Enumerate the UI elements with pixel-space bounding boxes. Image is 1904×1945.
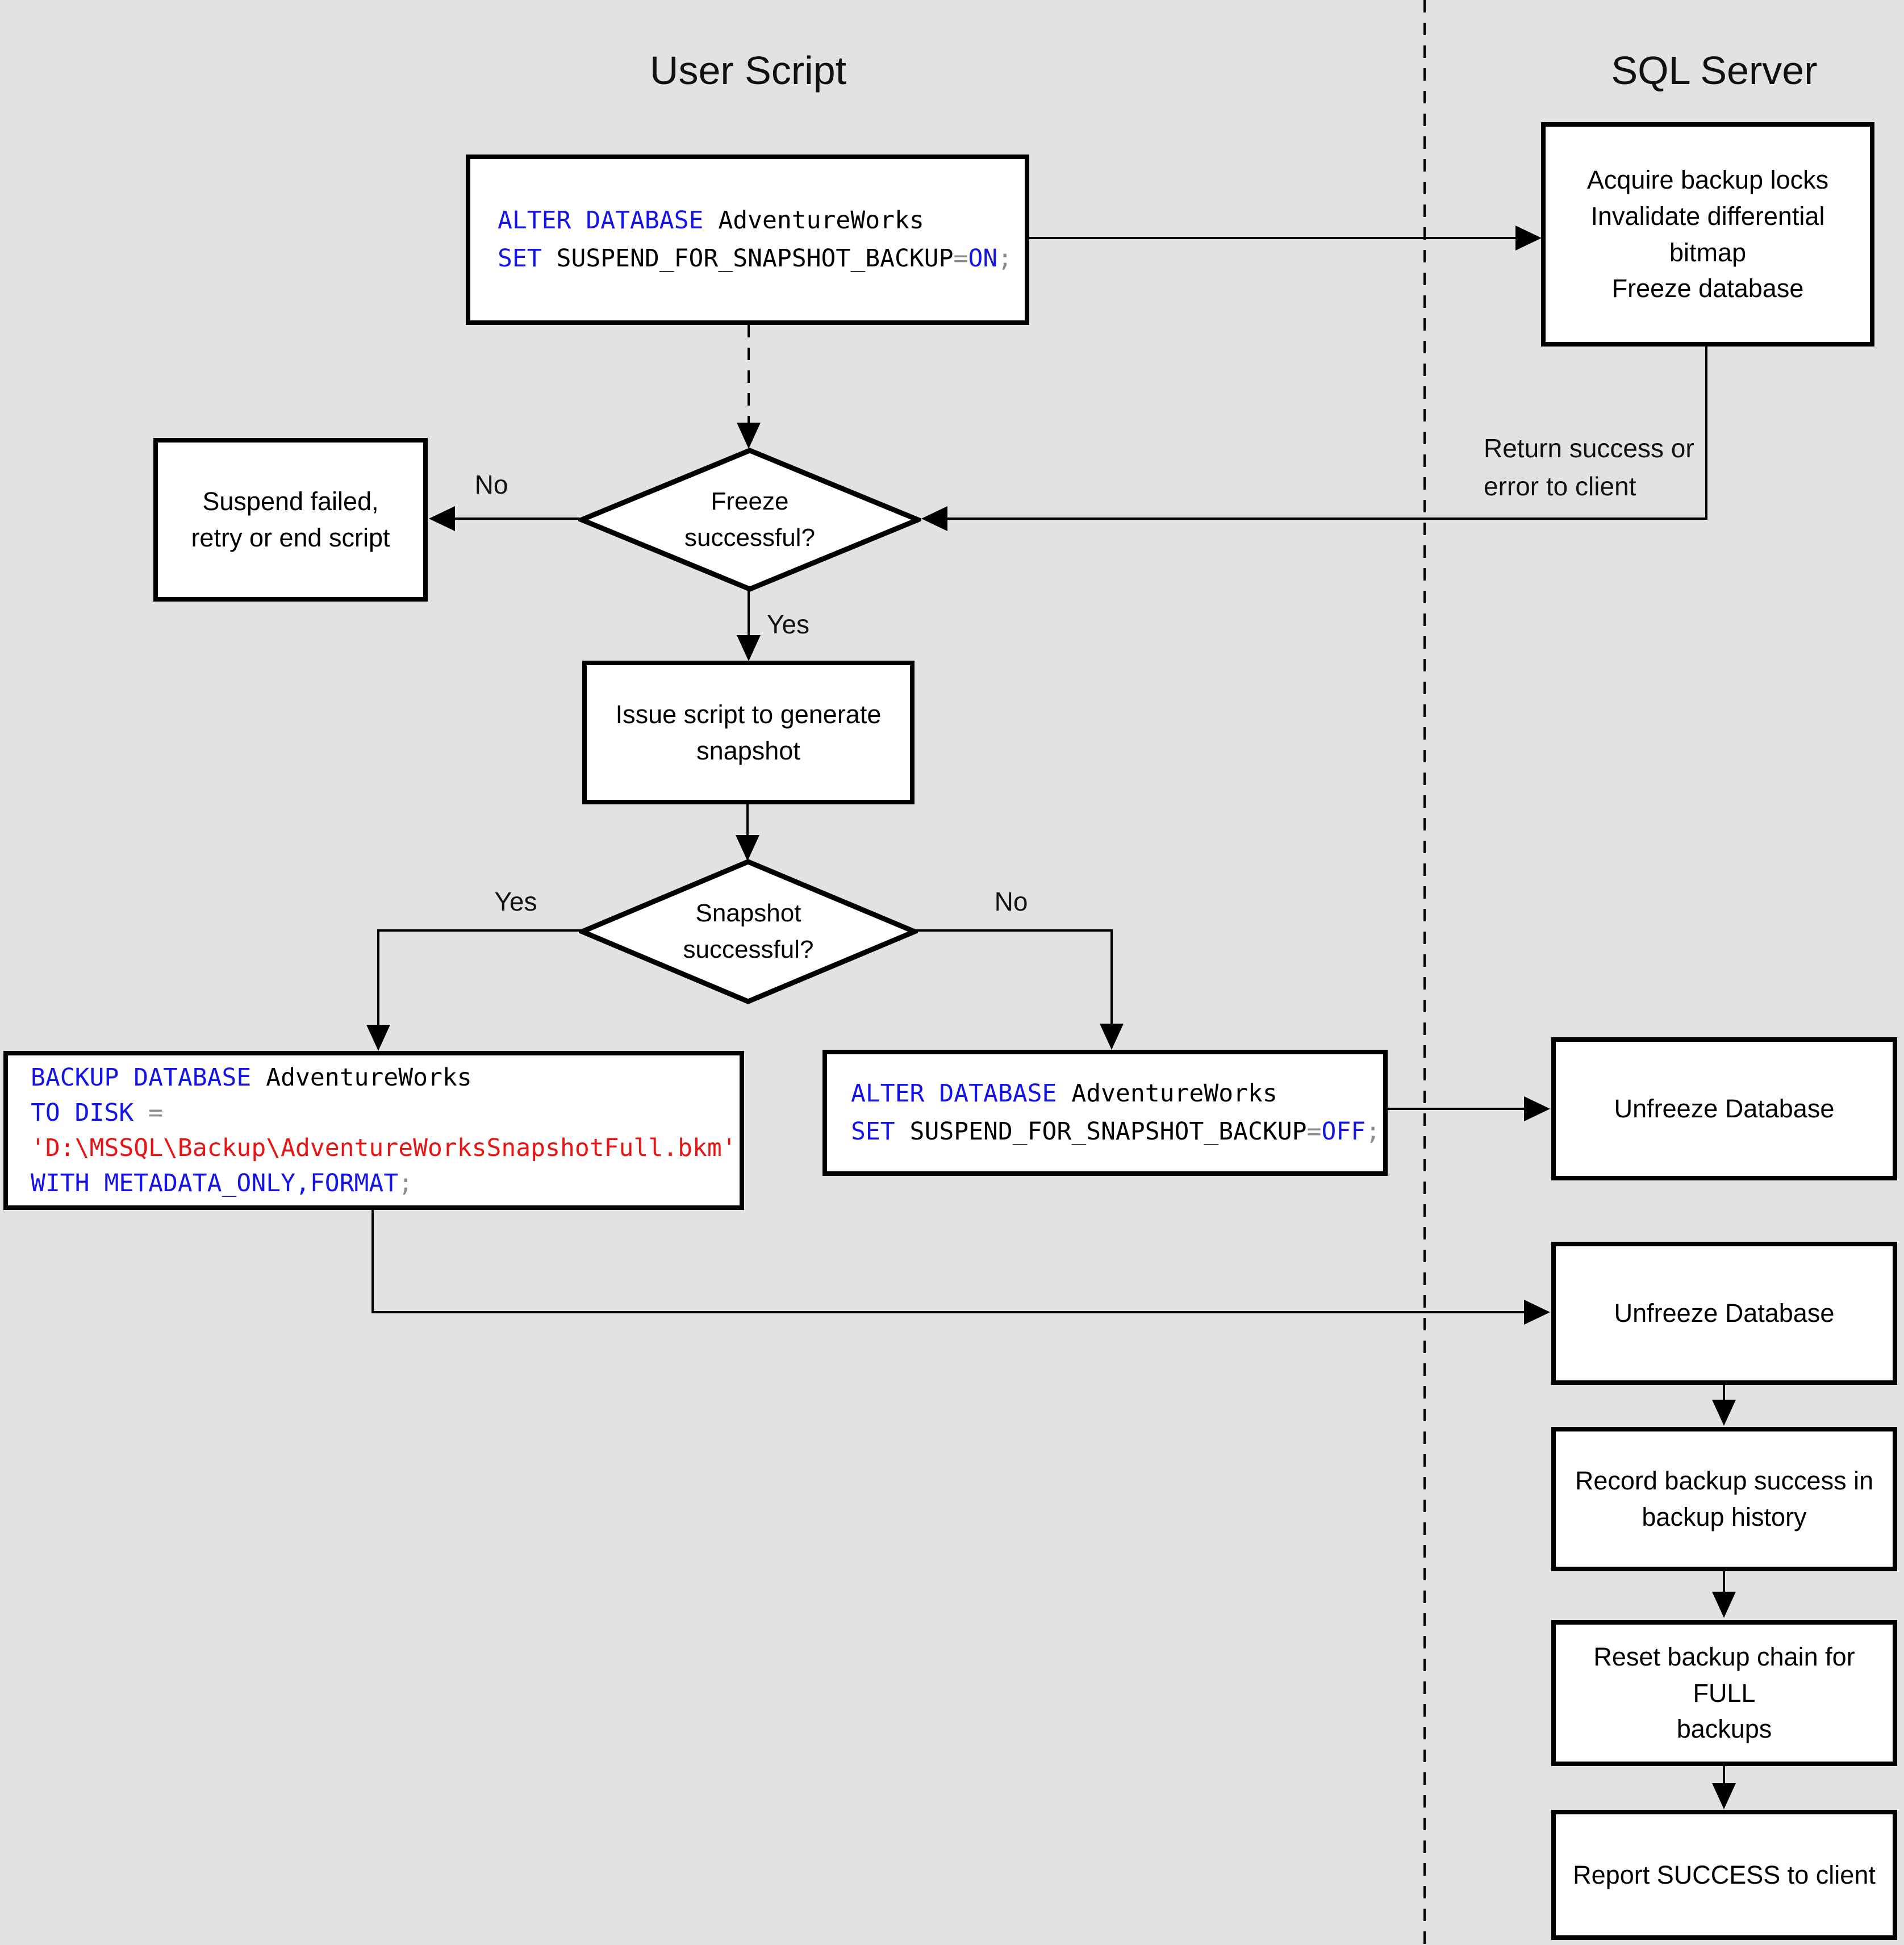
label-snapshot-no: No (994, 887, 1028, 916)
decision-freeze-shape (578, 448, 921, 592)
arrow-snapshot-yes-hline (377, 929, 581, 932)
code-line: SET SUSPEND_FOR_SNAPSHOT_BACKUP=ON; (498, 240, 1025, 278)
arrow-acquire-to-freeze-head (921, 506, 947, 531)
arrow-off-to-unfreeze1-line (1388, 1108, 1526, 1110)
sql-identifier: SUSPEND_FOR_SNAPSHOT_BACKUP (541, 244, 954, 273)
arrow-acquire-to-freeze-vline (1705, 347, 1707, 519)
process-box-reset-chain: Reset backup chain for FULL backups (1551, 1620, 1897, 1766)
arrow-freeze-no-line (453, 517, 579, 520)
sql-identifier: AdventureWorks (703, 206, 924, 235)
dashed-connector-head (737, 423, 761, 449)
code-box-suspend-off: ALTER DATABASE AdventureWorks SET SUSPEN… (822, 1050, 1388, 1176)
label-return-success-note: Return success or error to client (1484, 433, 1694, 501)
sql-keyword: SET (498, 244, 542, 273)
sql-identifier: AdventureWorks (1057, 1079, 1277, 1108)
arrow-snapshot-yes-head (366, 1025, 390, 1051)
code-line: SET SUSPEND_FOR_SNAPSHOT_BACKUP=OFF; (851, 1113, 1383, 1151)
arrow-snapshot-no-hline (916, 929, 1113, 932)
arrow-record-to-reset-line (1723, 1571, 1725, 1594)
arrow-backup-to-unfreeze2-head (1524, 1300, 1550, 1325)
arrow-acquire-to-freeze-hline (945, 517, 1707, 520)
arrow-backup-to-unfreeze2-hline (371, 1311, 1525, 1313)
code-line: WITH METADATA_ONLY,FORMAT; (31, 1166, 740, 1201)
sql-operator: = (953, 244, 968, 273)
label-freeze-yes: Yes (767, 610, 810, 639)
sql-keyword: SET (851, 1117, 895, 1146)
arrow-freeze-yes-line (748, 591, 750, 637)
sql-string-path: 'D:\MSSQL\Backup\AdventureWorksSnapshotF… (31, 1134, 737, 1162)
arrow-record-to-reset-head (1712, 1592, 1736, 1618)
arrow-freeze-yes-head (737, 635, 761, 661)
code-box-backup-metadata: BACKUP DATABASE AdventureWorks TO DISK =… (3, 1051, 744, 1210)
sql-identifier: SUSPEND_FOR_SNAPSHOT_BACKUP (895, 1117, 1307, 1146)
arrow-backup-to-unfreeze2-vline (371, 1210, 374, 1313)
arrow-unfreeze2-to-record-line (1723, 1385, 1725, 1403)
code-line: ALTER DATABASE AdventureWorks (851, 1075, 1383, 1113)
decision-freeze-label: Freeze successful? (684, 487, 815, 552)
process-box-unfreeze-2: Unfreeze Database (1551, 1242, 1897, 1385)
arrow-issue-to-snapshot-line (746, 804, 749, 837)
arrow-on-to-acquire-head (1515, 226, 1542, 251)
arrow-on-to-acquire-line (1029, 237, 1517, 239)
sql-keyword: ALTER DATABASE (498, 206, 704, 235)
process-box-unfreeze-1: Unfreeze Database (1551, 1037, 1897, 1180)
arrow-snapshot-no-head (1100, 1024, 1124, 1050)
title-user-script: User Script (649, 48, 847, 93)
sql-keyword: WITH METADATA_ONLY,FORMAT (31, 1169, 399, 1197)
decision-snapshot-label: Snapshot successful? (683, 899, 814, 963)
arrow-freeze-no-head (429, 506, 455, 531)
title-sql-server: SQL Server (1611, 48, 1818, 93)
process-box-suspend-failed: Suspend failed, retry or end script (153, 438, 428, 602)
arrow-off-to-unfreeze1-head (1524, 1096, 1550, 1121)
sql-keyword: ON (968, 244, 998, 273)
code-box-suspend-on: ALTER DATABASE AdventureWorks SET SUSPEN… (466, 155, 1029, 325)
label-freeze-no: No (474, 470, 508, 499)
sql-operator: = (1306, 1117, 1322, 1146)
swimlane-separator-line (1423, 0, 1426, 1945)
process-box-report-success: Report SUCCESS to client (1551, 1810, 1897, 1940)
sql-operator: = (133, 1099, 163, 1127)
process-box-record-history: Record backup success in backup history (1551, 1427, 1897, 1571)
sql-keyword: TO DISK (31, 1099, 134, 1127)
sql-identifier: AdventureWorks (251, 1063, 472, 1092)
sql-keyword: BACKUP DATABASE (31, 1063, 252, 1092)
process-box-issue-script: Issue script to generate snapshot (582, 661, 915, 804)
sql-keyword: OFF (1321, 1117, 1366, 1146)
sql-semicolon: ; (997, 244, 1013, 273)
sql-semicolon: ; (398, 1169, 414, 1197)
decision-snapshot-shape (579, 859, 918, 1004)
dashed-connector-on-to-freeze (748, 325, 750, 424)
arrow-snapshot-no-vline (1110, 929, 1113, 1024)
arrow-reset-to-report-line (1723, 1766, 1725, 1785)
code-line: 'D:\MSSQL\Backup\AdventureWorksSnapshotF… (31, 1130, 740, 1166)
arrow-issue-to-snapshot-head (736, 835, 759, 861)
code-line: TO DISK = (31, 1095, 740, 1130)
sql-keyword: ALTER DATABASE (851, 1079, 1057, 1108)
code-line: ALTER DATABASE AdventureWorks (498, 202, 1025, 240)
sql-semicolon: ; (1366, 1117, 1380, 1146)
code-line: BACKUP DATABASE AdventureWorks (31, 1060, 740, 1095)
arrow-reset-to-report-head (1712, 1783, 1736, 1809)
process-box-acquire-locks: Acquire backup locks Invalidate differen… (1541, 122, 1874, 347)
arrow-unfreeze2-to-record-head (1712, 1400, 1736, 1426)
label-snapshot-yes: Yes (494, 887, 537, 916)
arrow-snapshot-yes-vline (377, 929, 379, 1026)
